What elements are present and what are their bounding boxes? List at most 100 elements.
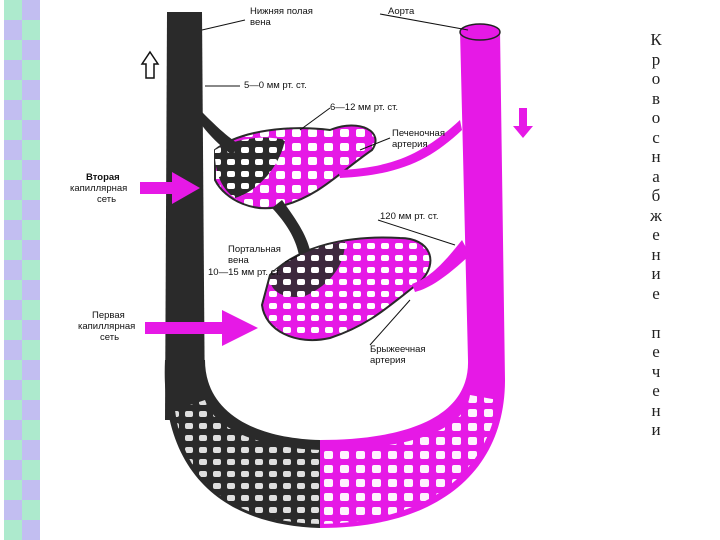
stripe-tile	[22, 300, 40, 320]
stripe-tile	[22, 520, 40, 540]
second-net-label-line2: капиллярная	[70, 183, 127, 194]
decorative-side-stripe	[4, 0, 40, 540]
vertical-title-letter: и	[651, 264, 661, 283]
first-net-label-line3: сеть	[100, 332, 119, 343]
aorta	[320, 30, 505, 528]
stripe-tile	[4, 240, 22, 260]
aorta-label: Аорта	[388, 6, 415, 17]
stripe-tile	[4, 400, 22, 420]
stripe-tile	[22, 0, 40, 20]
stripe-tile	[4, 320, 22, 340]
stripe-tile	[22, 240, 40, 260]
stripe-tile	[22, 180, 40, 200]
vertical-title-letter: а	[652, 166, 660, 186]
vertical-title-letter: о	[651, 69, 661, 88]
vertical-title-letter: ж	[650, 205, 662, 225]
vertical-title-letter: н	[651, 147, 661, 166]
stripe-tile	[4, 220, 22, 240]
stripe-tile	[4, 420, 22, 440]
stripe-tile	[4, 60, 22, 80]
stripe-tile	[4, 100, 22, 120]
hepatic-artery-label-line1: Печеночная	[392, 128, 445, 139]
vertical-title-letter: е	[652, 225, 660, 244]
vertical-title-letter: ч	[651, 361, 661, 381]
vertical-title-letter: р	[651, 49, 661, 69]
portal-vein-label-line1: Портальная	[228, 244, 281, 255]
up-arrow-icon	[140, 50, 160, 79]
second-net-label-line3: сеть	[97, 194, 116, 205]
stripe-tile	[4, 380, 22, 400]
stripe-tile	[4, 20, 22, 40]
stripe-tile	[4, 80, 22, 100]
stripe-tile	[22, 380, 40, 400]
stripe-tile	[4, 480, 22, 500]
stripe-tile	[4, 0, 22, 20]
pressure-portal-label: 10—15 мм рт. ст.	[208, 267, 281, 278]
ivc-label-line1: Нижняя полая	[250, 6, 313, 17]
portal-vein-label-line2: вена	[228, 255, 249, 266]
vertical-title-letter: е	[652, 342, 660, 361]
first-net-label-line1: Первая	[92, 310, 125, 321]
stripe-tile	[4, 180, 22, 200]
pressure-artery-label: 120 мм рт. ст.	[380, 211, 439, 222]
mesenteric-artery-label-line2: артерия	[370, 355, 406, 366]
pressure-hepatic-label: 6—12 мм рт. ст.	[330, 102, 398, 113]
second-net-arrow-icon	[140, 172, 200, 204]
portal-vein	[272, 200, 312, 262]
stripe-tile	[22, 40, 40, 60]
vertical-title-letter: К	[650, 30, 662, 49]
pressure-ivc-label: 5—0 мм рт. ст.	[244, 80, 307, 91]
stripe-tile	[22, 360, 40, 380]
inferior-vena-cava	[165, 12, 205, 420]
vertical-title-letter: е	[652, 381, 660, 400]
stripe-tile	[4, 360, 22, 380]
stripe-tile	[22, 60, 40, 80]
stripe-tile	[4, 260, 22, 280]
vertical-title-letter: о	[651, 108, 661, 127]
hepatic-artery-label-line2: артерия	[392, 139, 428, 150]
vertical-title-letter: б	[651, 186, 661, 205]
stripe-tile	[22, 260, 40, 280]
stripe-tile	[4, 120, 22, 140]
stripe-tile	[22, 80, 40, 100]
stripe-tile	[22, 440, 40, 460]
stripe-tile	[4, 300, 22, 320]
ivc-label-line2: вена	[250, 17, 271, 28]
vertical-title-letter: е	[652, 283, 660, 303]
vertical-title-letter: п	[651, 322, 661, 342]
stripe-tile	[22, 280, 40, 300]
stripe-tile	[22, 400, 40, 420]
vertical-title-letter: и	[651, 420, 661, 439]
stripe-tile	[22, 500, 40, 520]
stripe-tile	[22, 160, 40, 180]
stripe-tile	[22, 20, 40, 40]
stripe-tile	[22, 200, 40, 220]
stripe-tile	[22, 460, 40, 480]
stripe-tile	[4, 160, 22, 180]
stripe-tile	[22, 480, 40, 500]
stripe-tile	[22, 320, 40, 340]
stripe-tile	[4, 40, 22, 60]
stripe-tile	[22, 340, 40, 360]
stripe-tile	[22, 220, 40, 240]
intestinal-capillary-net-dark	[269, 242, 345, 298]
stripe-tile	[4, 460, 22, 480]
first-net-arrow-icon	[145, 310, 258, 346]
vertical-title-letter	[642, 303, 670, 323]
lower-capillary-mesh	[175, 400, 320, 524]
stripe-tile	[22, 420, 40, 440]
mesenteric-artery	[412, 240, 470, 292]
first-net-label-line2: капиллярная	[78, 321, 135, 332]
lower-capillary-mesh-arterial	[320, 395, 498, 524]
stripe-tile	[22, 100, 40, 120]
leader-lines	[201, 13, 469, 346]
vertical-title-letter: в	[651, 88, 661, 108]
vertical-title-letter: н	[651, 244, 661, 264]
stripe-tile	[4, 340, 22, 360]
stripe-tile	[4, 200, 22, 220]
vertical-title-letter: с	[652, 127, 660, 147]
stripe-tile	[4, 500, 22, 520]
stripe-tile	[22, 140, 40, 160]
